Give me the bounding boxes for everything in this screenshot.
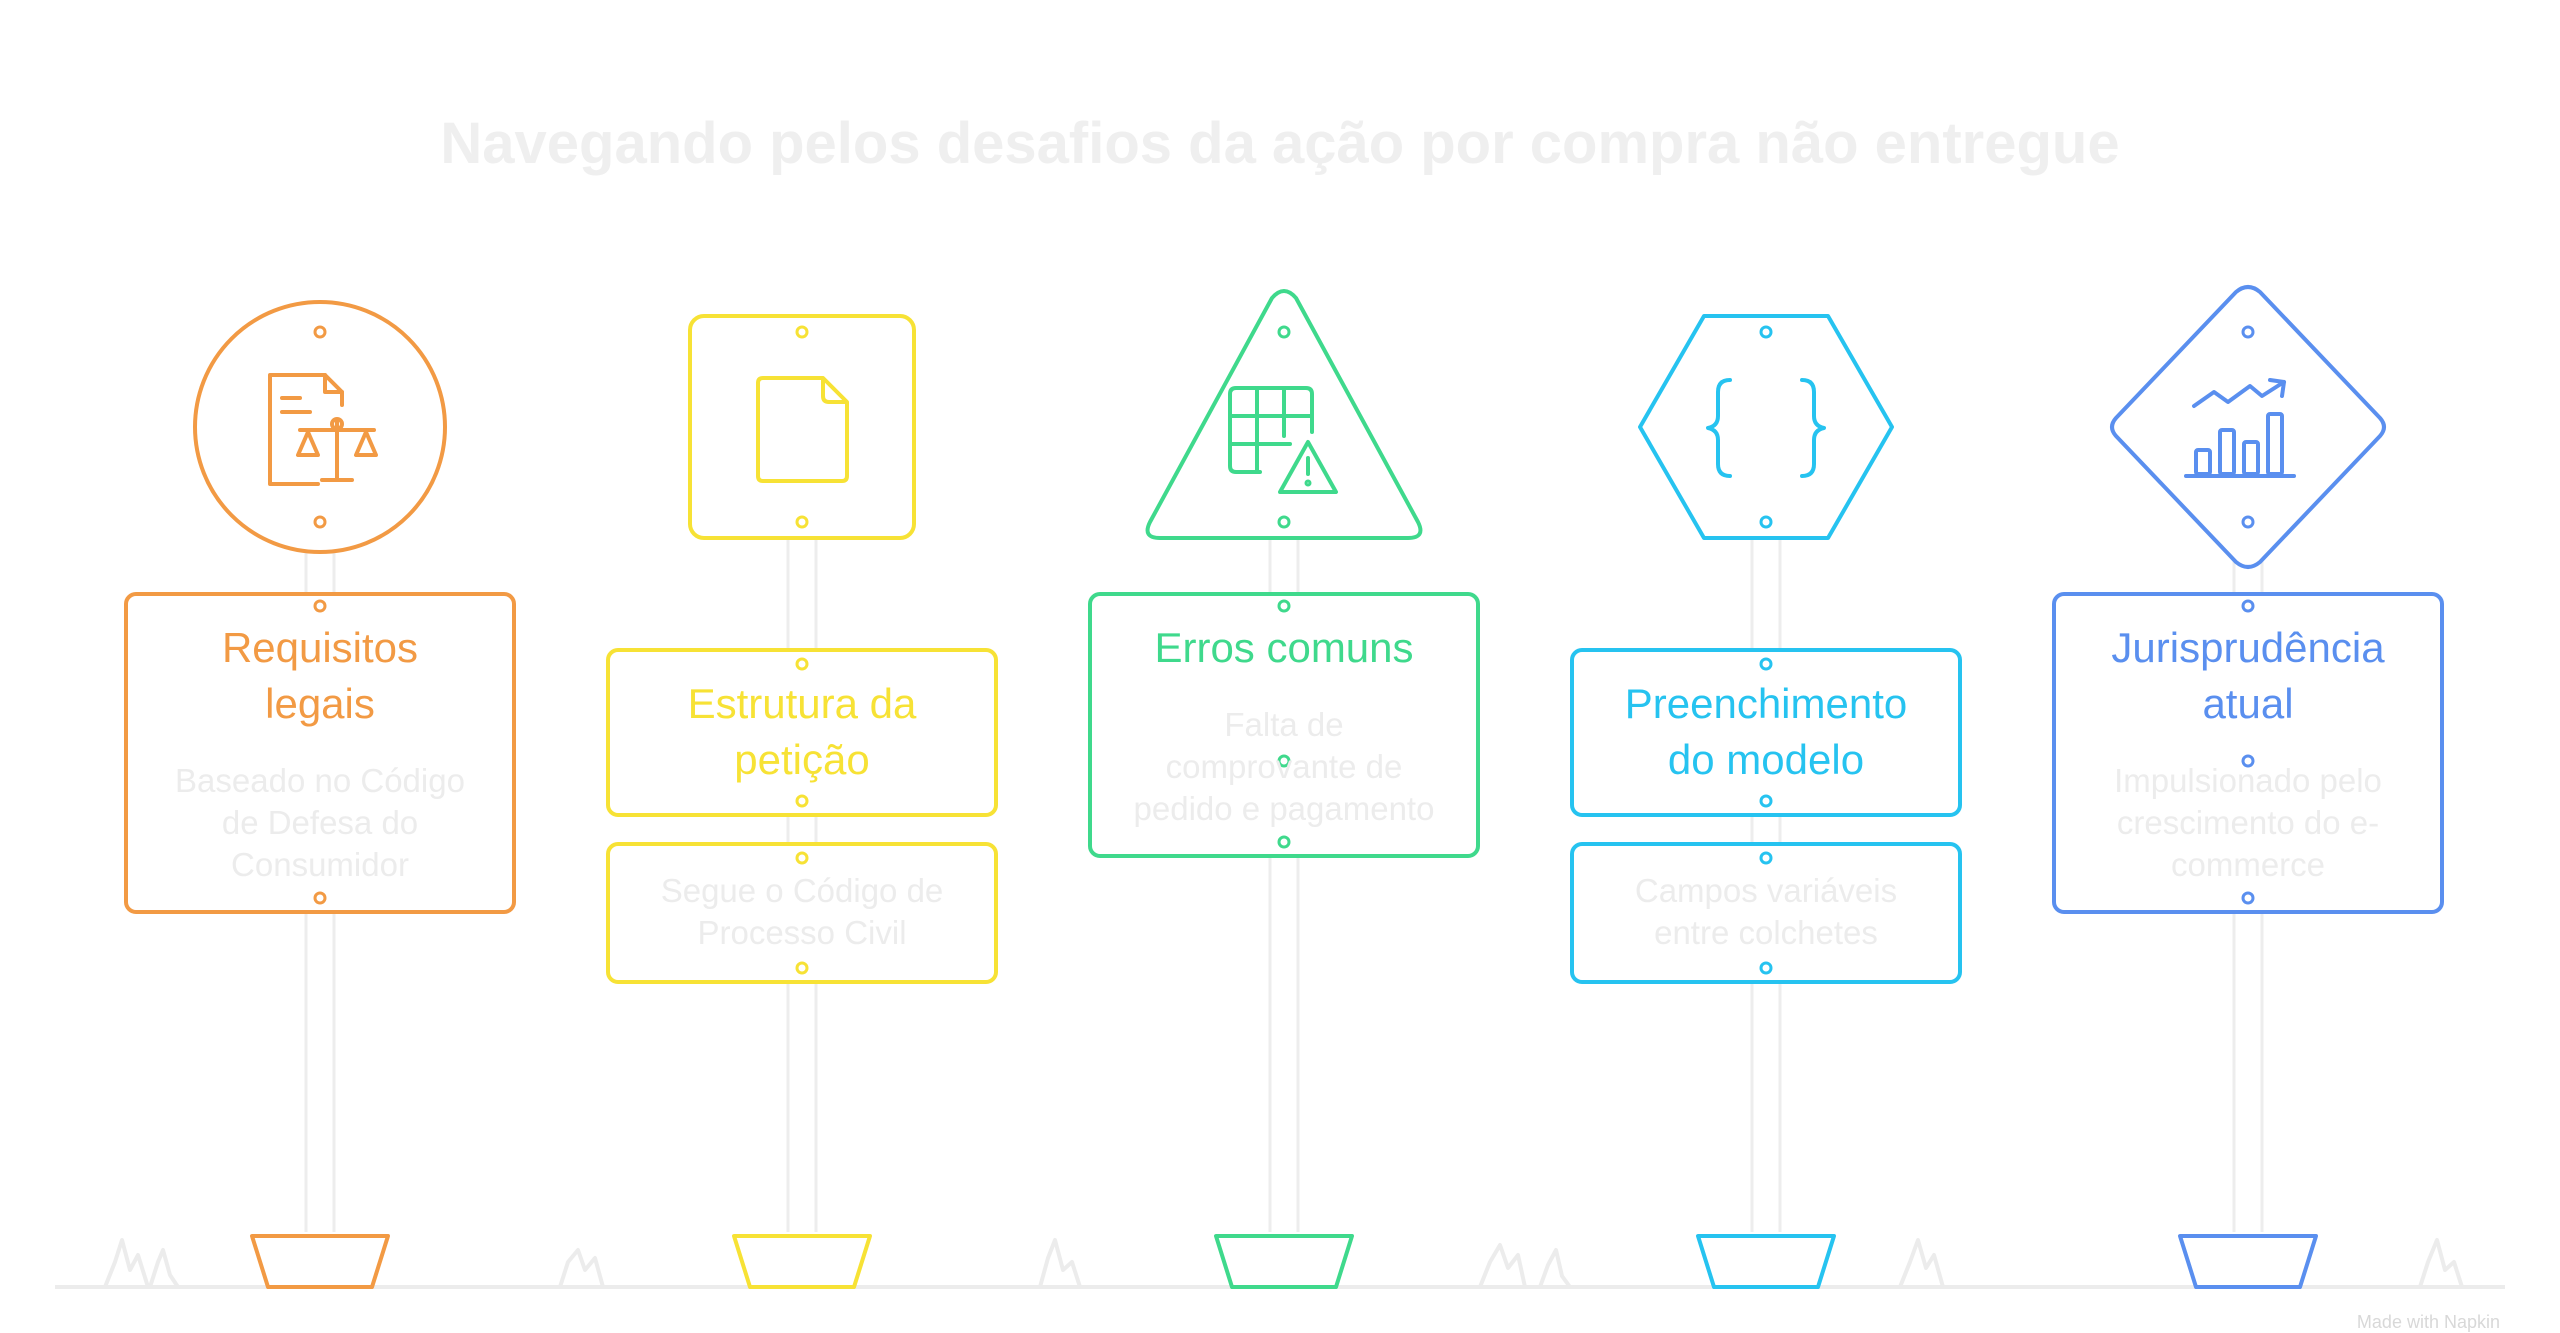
post-base	[1696, 1234, 1836, 1289]
trending-bar-chart-icon	[2184, 378, 2296, 478]
card-body-line: comprovante de	[1165, 748, 1403, 785]
card-title-preenchimento-do-modelo: Preenchimento do modelo	[1576, 676, 1956, 788]
card-title-line: petição	[734, 736, 870, 783]
card-title-line: do modelo	[1667, 736, 1865, 783]
card-body-line: de Defesa do	[221, 804, 419, 841]
bolt	[795, 657, 809, 671]
bolt	[795, 961, 809, 975]
bolt	[2241, 891, 2255, 905]
bolt	[2241, 754, 2255, 768]
info-card	[2052, 592, 2444, 914]
bolt	[313, 515, 327, 529]
card-body-line: Segue o Código de	[660, 872, 944, 909]
table-warning-icon	[1228, 386, 1338, 494]
card-body-line: Falta de	[1224, 706, 1344, 743]
card-body-line: crescimento do e-	[2116, 804, 2380, 841]
card-title-line: Jurisprudência	[2111, 624, 2385, 671]
info-card	[1570, 648, 1962, 817]
card-body-line: pedido e pagamento	[1133, 790, 1435, 827]
bolt	[1759, 515, 1773, 529]
card-title-line: legais	[265, 680, 375, 727]
card-title-line: atual	[2202, 680, 2294, 727]
card-title-line: Requisitos	[221, 624, 419, 671]
bolt	[1759, 961, 1773, 975]
bolt	[1277, 754, 1291, 768]
card-body-line: Impulsionado pelo	[2114, 762, 2382, 799]
info-card	[124, 592, 516, 914]
bolt	[1759, 325, 1773, 339]
bolt	[795, 515, 809, 529]
card-body-preenchimento-do-modelo: Campos variáveis entre colchetes	[1601, 870, 1931, 954]
napkin-watermark: Made with Napkin	[2356, 1312, 2500, 1332]
info-card	[606, 648, 998, 817]
legal-document-scales-icon	[268, 373, 378, 486]
bolt	[1277, 599, 1291, 613]
info-card	[1088, 592, 1480, 858]
sign-requisitos-legais	[124, 300, 516, 1289]
card-body-jurisprudencia-atual: Impulsionado pelo crescimento do e- comm…	[2083, 760, 2413, 886]
post-base	[1214, 1234, 1354, 1289]
sign-preenchimento-do-modelo	[1570, 314, 1962, 1289]
info-card	[606, 842, 998, 984]
sign-head-hexagon	[1638, 314, 1894, 540]
card-body-line: Consumidor	[231, 846, 409, 883]
card-title-jurisprudencia-atual: Jurisprudência atual	[2058, 620, 2438, 732]
info-card	[1570, 842, 1962, 984]
card-body-line: Campos variáveis	[1634, 872, 1898, 909]
grass-decorations	[103, 1238, 2464, 1289]
sign-erros-comuns	[1088, 289, 1480, 1289]
bolt	[1277, 325, 1291, 339]
card-title-erros-comuns: Erros comuns	[1094, 620, 1474, 676]
card-title-line: Preenchimento	[1624, 680, 1908, 727]
curly-braces-icon	[1706, 378, 1826, 478]
bolt	[1759, 794, 1773, 808]
bolt	[313, 325, 327, 339]
sign-head-circle	[193, 300, 447, 554]
bolt	[1759, 851, 1773, 865]
bolt	[313, 891, 327, 905]
card-body-line: Processo Civil	[697, 914, 907, 951]
card-title-line: Estrutura da	[687, 680, 917, 727]
bolt	[1759, 657, 1773, 671]
bolt	[2241, 599, 2255, 613]
diagram-title: Navegando pelos desafios da ação por com…	[440, 111, 2120, 176]
sign-head-diamond	[2110, 285, 2386, 569]
card-body-line: commerce	[2170, 846, 2326, 883]
bolt	[795, 794, 809, 808]
document-icon	[756, 376, 849, 483]
bolt	[2241, 515, 2255, 529]
bolt	[1277, 515, 1291, 529]
bolt	[795, 851, 809, 865]
bolt	[313, 599, 327, 613]
sign-jurisprudencia-atual	[2052, 285, 2444, 1289]
bolt	[795, 325, 809, 339]
sign-estrutura-da-peticao	[606, 314, 998, 1289]
card-body-erros-comuns: Falta de comprovante de pedido e pagamen…	[1119, 704, 1449, 830]
card-body-requisitos-legais: Baseado no Código de Defesa do Consumido…	[155, 760, 485, 886]
bolt	[1277, 835, 1291, 849]
post-base	[250, 1234, 390, 1289]
card-body-estrutura-da-peticao: Segue o Código de Processo Civil	[637, 870, 967, 954]
card-body-line: Baseado no Código	[175, 762, 465, 799]
card-title-line: Erros comuns	[1154, 624, 1414, 671]
sign-head-square	[688, 314, 916, 540]
bolt	[2241, 325, 2255, 339]
card-title-estrutura-da-peticao: Estrutura da petição	[612, 676, 992, 788]
card-body-line: entre colchetes	[1654, 914, 1878, 951]
card-title-requisitos-legais: Requisitos legais	[130, 620, 510, 732]
post-base	[2178, 1234, 2318, 1289]
post-base	[732, 1234, 872, 1289]
